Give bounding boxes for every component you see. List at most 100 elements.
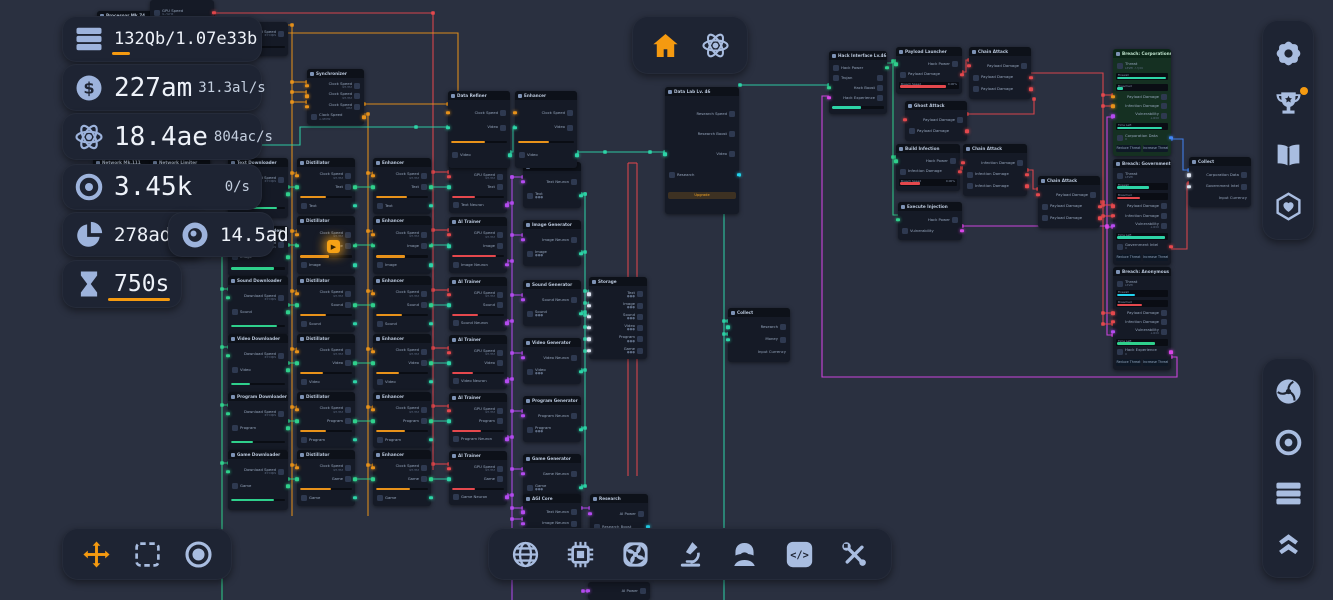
output-port[interactable] — [429, 204, 433, 208]
reduce-threat-button[interactable]: Reduce Threat — [1116, 358, 1141, 366]
output-port[interactable] — [429, 477, 433, 481]
input-port[interactable] — [513, 125, 517, 130]
codex-button[interactable] — [1271, 138, 1305, 172]
input-port[interactable] — [447, 185, 451, 190]
input-port[interactable] — [446, 111, 450, 115]
input-port[interactable] — [1187, 184, 1191, 189]
output-port[interactable] — [505, 495, 509, 499]
input-port[interactable] — [1111, 330, 1115, 334]
research-button[interactable] — [698, 28, 732, 62]
output-port[interactable] — [1098, 216, 1102, 220]
input-port[interactable] — [521, 472, 525, 476]
input-port[interactable] — [1111, 311, 1115, 315]
input-port[interactable] — [295, 292, 299, 296]
resource-panel-timer[interactable]: 750s — [62, 260, 182, 308]
achievements-button[interactable] — [1271, 86, 1308, 122]
output-port[interactable] — [960, 229, 964, 233]
output-port[interactable] — [429, 244, 433, 248]
output-port[interactable] — [579, 194, 583, 198]
input-port[interactable] — [903, 117, 907, 122]
input-port[interactable] — [305, 94, 309, 98]
input-port[interactable] — [447, 467, 451, 471]
output-port[interactable] — [429, 419, 433, 423]
input-port[interactable] — [521, 180, 525, 184]
upgrade-button[interactable]: Upgrade — [668, 191, 736, 199]
output-port[interactable] — [1025, 184, 1029, 188]
output-port[interactable] — [646, 525, 650, 529]
tools-tab-button[interactable] — [837, 537, 871, 571]
research-tab-button[interactable] — [673, 537, 707, 571]
input-port[interactable] — [447, 419, 451, 424]
output-port[interactable] — [429, 380, 433, 384]
output-port[interactable] — [429, 185, 433, 189]
output-port[interactable] — [1169, 245, 1173, 249]
input-port[interactable] — [447, 409, 451, 413]
input-port[interactable] — [521, 298, 525, 302]
output-port[interactable] — [353, 380, 357, 384]
input-port[interactable] — [726, 337, 730, 342]
input-port[interactable] — [371, 361, 375, 365]
network-tab-button[interactable] — [509, 537, 543, 571]
output-port[interactable] — [429, 263, 433, 268]
input-port[interactable] — [896, 218, 900, 222]
software-tab-button[interactable]: </> — [783, 537, 817, 571]
turbine-button[interactable] — [1271, 375, 1305, 409]
input-port[interactable] — [295, 408, 299, 412]
output-port[interactable] — [1025, 172, 1029, 177]
increase-threat-button[interactable]: Increase Threat — [1143, 358, 1168, 366]
increase-threat-button[interactable]: Increase Threat — [1143, 253, 1168, 261]
input-port[interactable] — [371, 174, 375, 178]
output-port[interactable] — [429, 322, 433, 326]
input-port[interactable] — [447, 175, 451, 179]
input-port[interactable] — [371, 303, 375, 307]
input-port[interactable] — [1111, 95, 1115, 99]
pan-tool-button[interactable] — [181, 537, 215, 571]
input-port[interactable] — [521, 414, 525, 418]
input-port[interactable] — [226, 353, 230, 358]
output-port[interactable] — [362, 115, 366, 119]
input-port[interactable] — [587, 315, 591, 319]
servers-button[interactable] — [1271, 476, 1305, 510]
network-limiter[interactable]: Network Limiter — [150, 158, 210, 168]
input-port[interactable] — [295, 361, 299, 365]
output-port[interactable] — [885, 66, 889, 70]
input-port[interactable] — [295, 185, 299, 189]
output-port[interactable] — [429, 496, 433, 500]
input-port[interactable] — [371, 477, 375, 481]
input-port[interactable] — [1036, 193, 1040, 197]
output-port[interactable] — [508, 153, 512, 157]
output-port[interactable] — [429, 361, 433, 365]
input-port[interactable] — [1111, 320, 1115, 324]
input-port[interactable] — [726, 325, 730, 329]
reduce-threat-button[interactable]: Reduce Threat — [1116, 253, 1141, 261]
output-port[interactable] — [505, 321, 509, 325]
input-port[interactable] — [521, 238, 525, 242]
input-port[interactable] — [587, 348, 591, 353]
input-port[interactable] — [521, 510, 525, 514]
input-port[interactable] — [447, 477, 451, 482]
input-port[interactable] — [967, 64, 971, 68]
settings-button[interactable] — [1271, 37, 1305, 71]
input-port[interactable] — [295, 350, 299, 354]
